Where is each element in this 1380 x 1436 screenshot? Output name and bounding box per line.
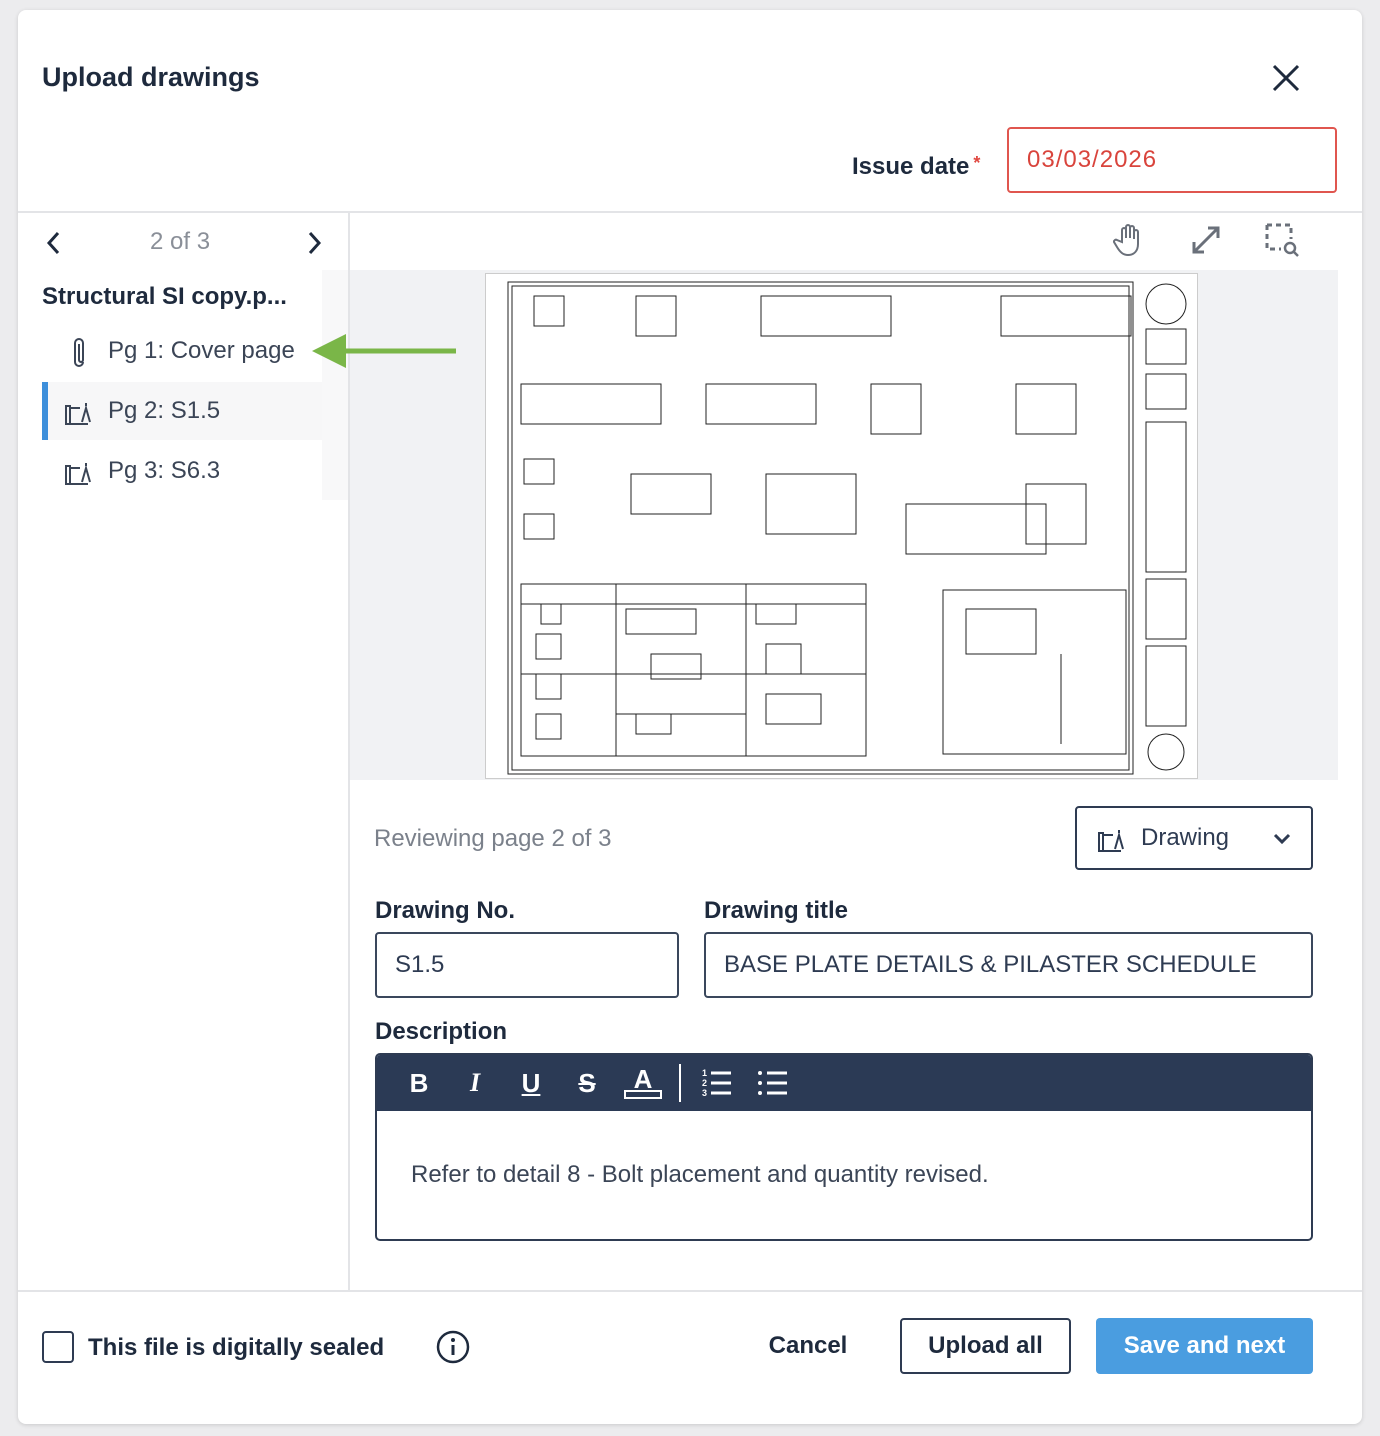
page-item-1[interactable]: Pg 1: Cover page bbox=[42, 322, 322, 380]
drawing-title-input[interactable] bbox=[704, 932, 1313, 998]
svg-text:1: 1 bbox=[702, 1068, 707, 1078]
issue-date-label: Issue date* bbox=[852, 153, 980, 181]
upload-drawings-dialog: Upload drawings Issue date* 2 of 3 Struc… bbox=[18, 10, 1362, 1424]
description-label: Description bbox=[375, 1018, 508, 1045]
cancel-button[interactable]: Cancel bbox=[768, 1332, 848, 1359]
italic-button[interactable]: I bbox=[469, 1068, 481, 1097]
svg-text:2: 2 bbox=[702, 1078, 707, 1088]
bullet-list-icon[interactable] bbox=[745, 1061, 801, 1105]
drawing-sheet bbox=[485, 273, 1198, 779]
page-pager: 2 of 3 bbox=[150, 228, 211, 255]
dialog-title: Upload drawings bbox=[42, 62, 260, 92]
sidebar-divider bbox=[348, 213, 350, 1291]
save-and-next-button[interactable]: Save and next bbox=[1096, 1318, 1313, 1374]
drawing-preview[interactable] bbox=[350, 270, 1338, 780]
info-icon[interactable] bbox=[436, 1330, 470, 1364]
color-swatch bbox=[624, 1089, 662, 1099]
page-item-label: Pg 2: S1.5 bbox=[108, 397, 221, 424]
close-icon[interactable] bbox=[1268, 60, 1304, 96]
page-item-label: Pg 3: S6.3 bbox=[108, 457, 221, 484]
digitally-sealed-checkbox[interactable] bbox=[42, 1331, 74, 1363]
drawing-icon bbox=[1098, 830, 1124, 852]
issue-date-label-text: Issue date bbox=[852, 153, 970, 180]
ordered-list-icon[interactable]: 123 bbox=[689, 1061, 745, 1105]
footer-divider bbox=[18, 1290, 1362, 1292]
strikethrough-button[interactable]: S bbox=[578, 1067, 596, 1098]
header-divider bbox=[18, 211, 1362, 213]
drawing-no-label: Drawing No. bbox=[375, 897, 516, 924]
issue-date-input[interactable] bbox=[1007, 127, 1337, 193]
zoom-area-icon[interactable] bbox=[1262, 220, 1302, 260]
reviewing-status: Reviewing page 2 of 3 bbox=[374, 825, 612, 852]
text-color-button[interactable]: A bbox=[615, 1061, 671, 1105]
text-color-letter: A bbox=[633, 1063, 653, 1094]
svg-text:3: 3 bbox=[702, 1088, 707, 1098]
drawing-sheet-image bbox=[507, 281, 1187, 775]
sidebar-scrollbar[interactable] bbox=[322, 270, 348, 500]
sheet-type-select[interactable]: Drawing bbox=[1075, 806, 1313, 870]
paperclip-icon bbox=[74, 338, 84, 367]
bold-button[interactable]: B bbox=[409, 1067, 429, 1098]
upload-all-button[interactable]: Upload all bbox=[900, 1318, 1071, 1374]
digitally-sealed-label: This file is digitally sealed bbox=[88, 1334, 385, 1361]
pan-hand-icon[interactable] bbox=[1110, 220, 1150, 260]
expand-icon[interactable] bbox=[1186, 220, 1226, 260]
description-text[interactable]: Refer to detail 8 - Bolt placement and q… bbox=[411, 1161, 989, 1188]
sheet-type-value: Drawing bbox=[1141, 824, 1230, 851]
toolbar-separator bbox=[679, 1064, 681, 1102]
page-item-3[interactable]: Pg 3: S6.3 bbox=[42, 442, 322, 500]
drawing-icon bbox=[65, 403, 91, 425]
page-item-label: Pg 1: Cover page bbox=[108, 337, 295, 364]
underline-button[interactable]: U bbox=[521, 1067, 541, 1098]
previous-page-button[interactable] bbox=[42, 228, 66, 258]
next-page-button[interactable] bbox=[302, 228, 326, 258]
annotation-arrow bbox=[312, 334, 456, 368]
drawing-no-input[interactable] bbox=[375, 932, 679, 998]
page-item-2[interactable]: Pg 2: S1.5 bbox=[42, 382, 322, 440]
chevron-down-icon bbox=[1273, 833, 1291, 845]
file-name: Structural SI copy.p... bbox=[42, 283, 287, 310]
required-mark: * bbox=[973, 153, 981, 173]
drawing-icon bbox=[65, 463, 91, 485]
drawing-title-label: Drawing title bbox=[704, 897, 849, 924]
